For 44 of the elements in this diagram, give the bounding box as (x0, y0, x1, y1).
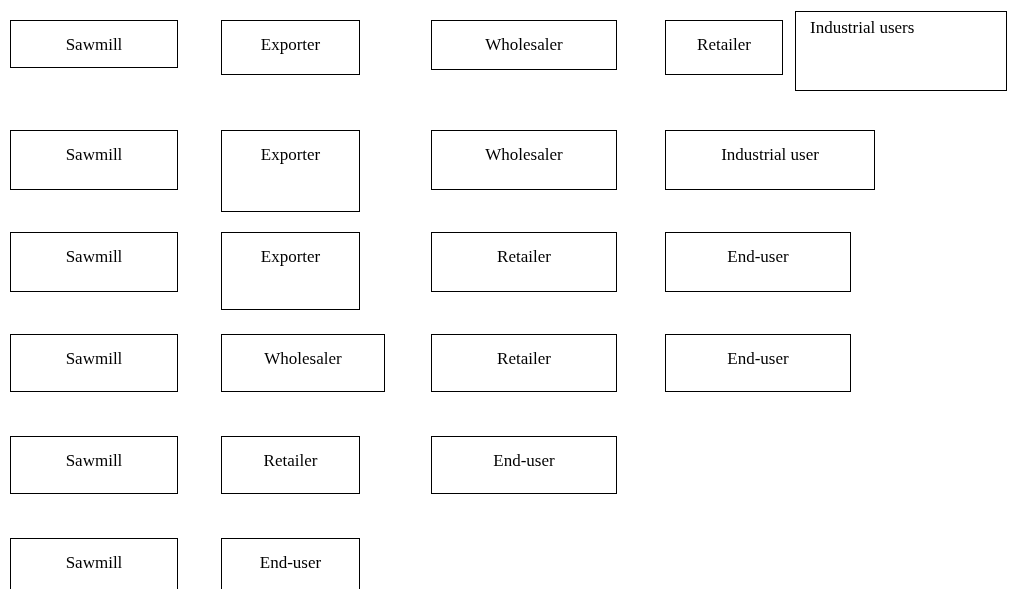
box-label: Retailer (263, 451, 318, 471)
process-box (221, 20, 360, 75)
process-box (665, 130, 875, 190)
process-box (221, 334, 385, 392)
box-label: Sawmill (65, 349, 123, 369)
box-label: Sawmill (65, 247, 123, 267)
process-box (10, 232, 178, 292)
process-box (665, 334, 851, 392)
process-box (221, 538, 360, 589)
process-box (431, 436, 617, 494)
box-label: Exporter (260, 247, 321, 267)
box-label: Retailer (497, 349, 551, 369)
box-label: End-user (727, 349, 789, 369)
box-label: Industrial users (810, 18, 916, 38)
process-box (795, 11, 1007, 91)
process-box (431, 334, 617, 392)
box-label: End-user (727, 247, 789, 267)
process-box (431, 130, 617, 190)
process-box (221, 130, 360, 212)
box-label: Sawmill (65, 553, 123, 573)
process-box (431, 232, 617, 292)
box-label: Exporter (260, 145, 321, 165)
box-label: Industrial user (721, 145, 819, 165)
box-label: Wholesaler (485, 35, 563, 55)
process-box (10, 130, 178, 190)
box-label: Sawmill (65, 145, 123, 165)
process-box (665, 232, 851, 292)
process-box (10, 20, 178, 68)
process-box (431, 20, 617, 70)
process-box (221, 436, 360, 494)
box-label: Wholesaler (264, 349, 342, 369)
box-label: Retailer (697, 35, 751, 55)
box-label: Exporter (260, 35, 321, 55)
process-box (221, 232, 360, 310)
box-label: Retailer (497, 247, 551, 267)
box-label: End-user (493, 451, 555, 471)
box-label: Sawmill (65, 35, 123, 55)
process-box (665, 20, 783, 75)
box-label: Wholesaler (485, 145, 563, 165)
process-box (10, 334, 178, 392)
process-box (10, 538, 178, 589)
box-label: End-user (259, 553, 322, 573)
box-label: Sawmill (65, 451, 123, 471)
process-box (10, 436, 178, 494)
